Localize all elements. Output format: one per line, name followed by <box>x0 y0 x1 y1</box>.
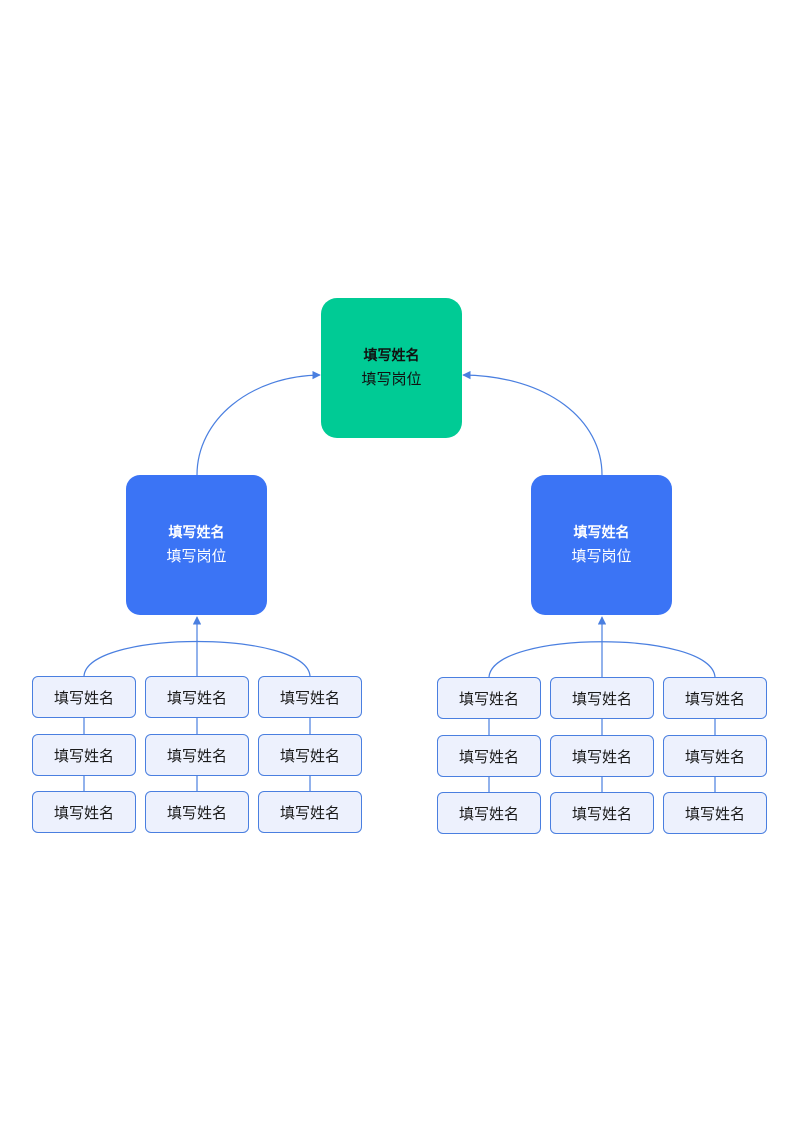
root-name: 填写姓名 <box>363 348 420 364</box>
left-leaf[interactable]: 填写姓名 <box>258 791 362 833</box>
right-leaf[interactable]: 填写姓名 <box>663 735 767 777</box>
left-leaf[interactable]: 填写姓名 <box>145 734 249 776</box>
right-leaf[interactable]: 填写姓名 <box>437 792 541 834</box>
left-mid-title: 填写岗位 <box>166 547 227 565</box>
left-leaf[interactable]: 填写姓名 <box>32 791 136 833</box>
left-leaf[interactable]: 填写姓名 <box>258 676 362 718</box>
right-leaf[interactable]: 填写姓名 <box>663 792 767 834</box>
left-leaf[interactable]: 填写姓名 <box>145 676 249 718</box>
left-leaf[interactable]: 填写姓名 <box>258 734 362 776</box>
left-mid-node[interactable]: 填写姓名 填写岗位 <box>126 475 267 615</box>
left-leaf[interactable]: 填写姓名 <box>32 676 136 718</box>
left-leaf[interactable]: 填写姓名 <box>32 734 136 776</box>
root-title: 填写岗位 <box>361 370 422 388</box>
right-mid-title: 填写岗位 <box>571 547 632 565</box>
connector-left-to-root <box>196 370 321 476</box>
right-leaf[interactable]: 填写姓名 <box>550 792 654 834</box>
left-mid-name: 填写姓名 <box>168 525 225 541</box>
right-mid-node[interactable]: 填写姓名 填写岗位 <box>531 475 672 615</box>
root-node[interactable]: 填写姓名 填写岗位 <box>321 298 462 438</box>
right-mid-name: 填写姓名 <box>573 525 630 541</box>
right-leaf[interactable]: 填写姓名 <box>550 735 654 777</box>
left-leaf[interactable]: 填写姓名 <box>145 791 249 833</box>
right-leaf[interactable]: 填写姓名 <box>663 677 767 719</box>
right-leaf[interactable]: 填写姓名 <box>437 735 541 777</box>
right-leaf[interactable]: 填写姓名 <box>550 677 654 719</box>
connector-right-to-root <box>462 370 603 476</box>
right-leaf[interactable]: 填写姓名 <box>437 677 541 719</box>
